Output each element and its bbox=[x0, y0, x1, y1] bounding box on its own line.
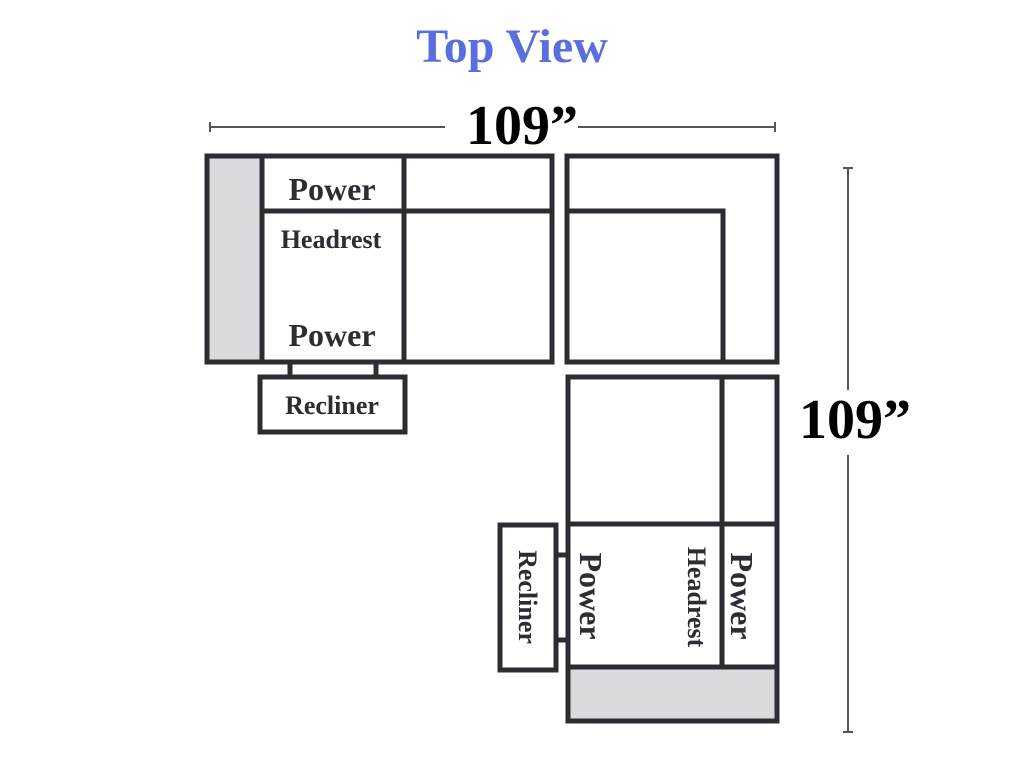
depth-dimension-label: 109” bbox=[799, 389, 911, 451]
bottom-power-left-label: Power bbox=[573, 552, 609, 639]
bottom-headrest-label: Headrest bbox=[682, 547, 711, 648]
left-recliner-label: Recliner bbox=[285, 391, 379, 420]
left-headrest-label: Headrest bbox=[281, 225, 382, 254]
bottom-recliner-label: Recliner bbox=[513, 550, 542, 644]
left-sofa-section bbox=[204, 153, 555, 365]
depth-dimension-line bbox=[843, 167, 853, 733]
bottom-sofa-section bbox=[565, 374, 780, 724]
width-dimension-label: 109” bbox=[466, 95, 578, 157]
left-power-top-label: Power bbox=[288, 171, 375, 207]
diagram-title: Top View bbox=[416, 20, 608, 73]
bottom-recliner-extension bbox=[497, 522, 568, 673]
corner-section bbox=[564, 153, 780, 365]
width-dimension-line bbox=[209, 122, 776, 132]
left-power-bottom-label: Power bbox=[288, 317, 375, 353]
bottom-power-right-label: Power bbox=[724, 552, 760, 639]
left-recliner-extension bbox=[257, 362, 408, 435]
